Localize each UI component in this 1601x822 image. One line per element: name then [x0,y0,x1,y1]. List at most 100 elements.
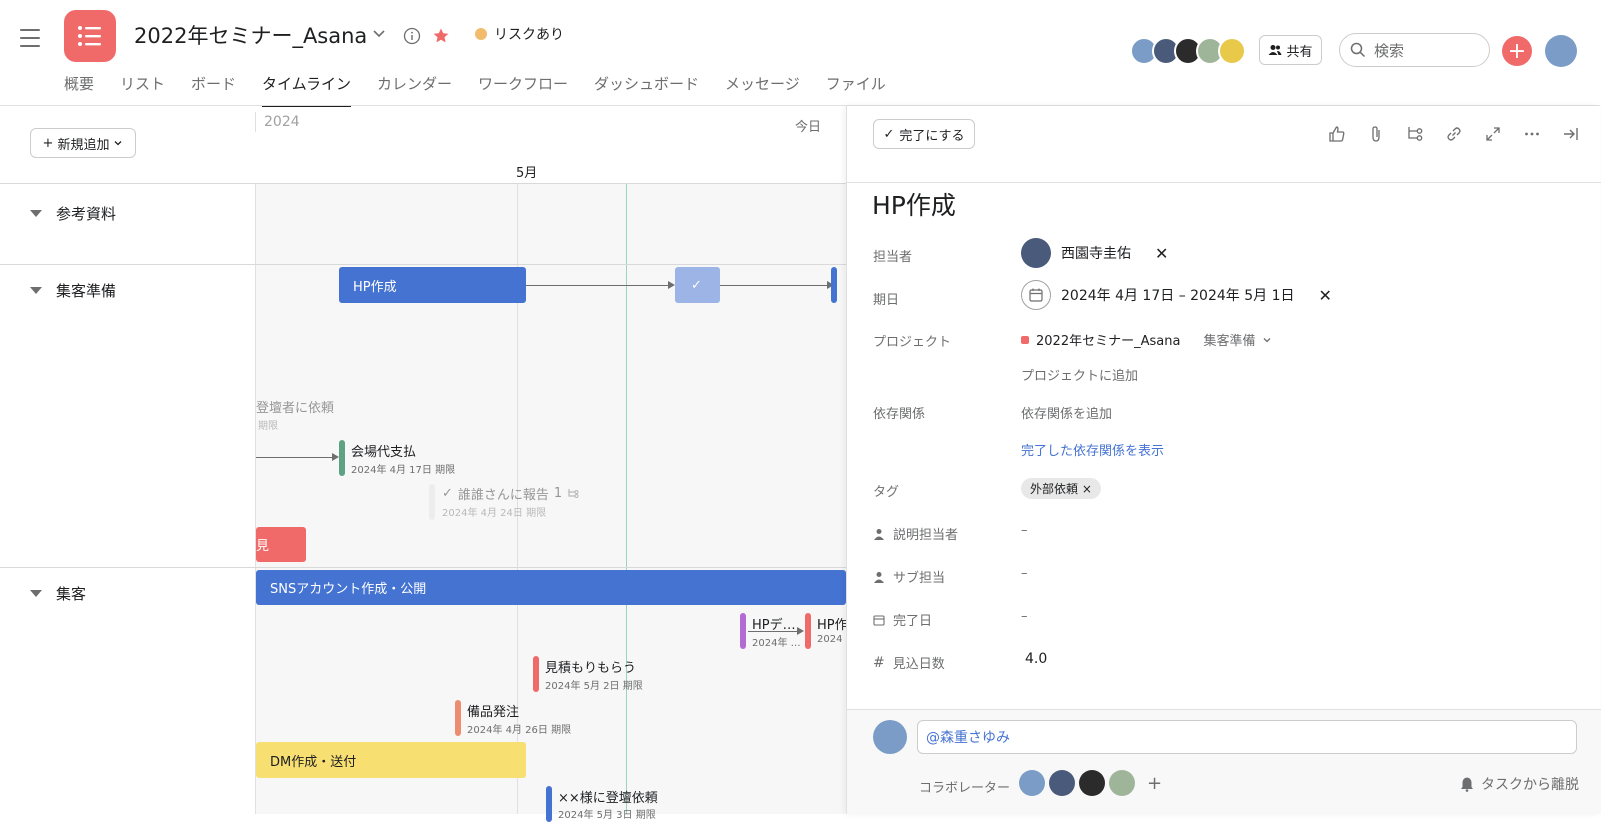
add-new-button[interactable]: + 新規追加 [30,128,136,158]
list-icon [64,10,116,62]
project-section[interactable]: 集客準備 [1203,334,1256,349]
task-date: 2024年 4月 26日 期限 [467,725,572,736]
divider [0,567,846,568]
add-project-link[interactable]: プロジェクトに追加 [1021,369,1139,384]
menu-icon[interactable] [20,29,40,47]
calendar-icon [873,614,885,626]
tag-pill[interactable]: 外部依頼 × [1021,478,1101,499]
today-button[interactable]: 今日 [795,120,822,135]
task-title[interactable]: HP作成 [872,191,956,220]
done-date-value[interactable]: – [1021,609,1028,624]
estimate-label: # 見込日数 [873,653,945,673]
due-field[interactable]: 2024年 4月 17日 – 2024年 5月 1日 ✕ [1021,280,1332,310]
task-date: 2024 [817,634,843,645]
task-marker-estimate[interactable] [533,656,539,692]
arrow-icon [668,281,675,289]
close-pane-icon[interactable] [1560,123,1582,145]
tab-overview[interactable]: 概要 [64,75,95,93]
caret-down-icon[interactable] [30,287,42,294]
task-bar-dm[interactable]: DM作成・送付 [256,742,526,778]
year-label: 2024 [264,114,300,130]
task-marker-order[interactable] [455,700,461,736]
section-reference[interactable]: 参考資料 [30,203,116,224]
assignee-field[interactable]: 西園寺圭佑 ✕ [1021,238,1168,268]
user-avatar[interactable] [1545,35,1577,67]
mark-complete-button[interactable]: ✓ 完了にする [873,119,975,149]
complete-label: 完了にする [899,128,965,144]
task-date: 2024年 5月 3日 期限 [558,810,656,821]
task-name[interactable]: 登壇者に依頼 [256,401,335,416]
section-marketing[interactable]: 集客 [30,583,86,604]
tab-messages[interactable]: メッセージ [725,75,800,93]
avatar [873,720,907,754]
project-field[interactable]: 2022年セミナー_Asana 集客準備 [1021,330,1272,349]
task-name[interactable]: 見積もりもらう [545,661,637,676]
search-input[interactable]: 検索 [1339,33,1490,67]
person-icon [874,571,884,583]
collaborators-list[interactable]: + [1019,770,1162,796]
create-button[interactable]: + [1502,36,1532,66]
info-icon[interactable] [403,27,421,49]
tab-list[interactable]: リスト [120,75,166,93]
arrow-icon [797,627,804,635]
task-report[interactable]: ✓ 誰誰さんに報告 1 [442,484,579,503]
task-date: 期限 [258,421,278,432]
close-icon[interactable]: ✕ [1318,285,1332,305]
task-name[interactable]: ××様に登壇依頼 [558,791,658,806]
task-bar-done[interactable]: ✓ [675,267,720,303]
task-marker-venue[interactable] [339,440,345,476]
close-icon[interactable]: × [1081,482,1092,496]
add-collaborator-icon[interactable]: + [1147,772,1163,794]
tags-field[interactable]: 外部依頼 × [1021,478,1101,499]
caret-down-icon[interactable] [30,590,42,597]
task-name[interactable]: HPデ… [752,618,796,633]
tab-dashboard[interactable]: ダッシュボード [594,75,700,93]
chevron-down-icon [114,141,122,146]
link-icon[interactable] [1443,123,1465,145]
add-deps-link[interactable]: 依存関係を追加 [1021,407,1113,422]
desc-owner-value[interactable]: – [1021,523,1028,538]
star-icon[interactable] [432,27,450,49]
status-badge[interactable]: リスクあり [475,24,564,44]
expand-icon[interactable] [1482,123,1504,145]
member-avatars[interactable] [1130,37,1246,65]
attachment-icon[interactable] [1365,123,1387,145]
task-date: 2024年 … [752,638,801,649]
task-marker-hp2[interactable] [805,613,811,649]
tag-label: 外部依頼 [1030,482,1079,496]
close-icon[interactable]: ✕ [1155,243,1169,263]
comment-area: @森重さゆみ コラボレーター + タスクから離脱 [847,709,1601,814]
task-name[interactable]: 会場代支払 [351,445,417,460]
tab-timeline[interactable]: タイムライン [262,74,364,107]
task-bar-red[interactable]: 見 [256,527,306,562]
subtask-icon[interactable] [1404,123,1426,145]
task-bar-hp[interactable]: HP作成 [339,267,526,303]
like-icon[interactable] [1326,123,1348,145]
project-label: プロジェクト [873,335,952,350]
tab-files[interactable]: ファイル [825,75,886,93]
caret-down-icon[interactable] [30,210,42,217]
dependency-line [748,631,798,632]
task-name[interactable]: HP作 [817,618,848,633]
tab-board[interactable]: ボード [191,75,237,93]
section-prep[interactable]: 集客準備 [30,280,116,301]
show-done-deps-link[interactable]: 完了した依存関係を表示 [1021,444,1165,459]
leave-task-button[interactable]: タスクから離脱 [1459,774,1579,794]
comment-input[interactable]: @森重さゆみ [917,720,1577,754]
task-bar-sns[interactable]: SNSアカウント作成・公開 [256,570,846,605]
tab-workflow[interactable]: ワークフロー [478,75,569,93]
more-icon[interactable] [1521,123,1543,145]
bell-icon [1461,777,1473,792]
task-marker-hpd[interactable] [740,613,746,649]
task-bar[interactable] [831,267,837,303]
task-marker-xx[interactable] [546,786,552,822]
task-marker-report[interactable] [429,484,435,520]
dependency-line [526,285,668,286]
task-name[interactable]: 備品発注 [467,705,520,720]
estimate-value[interactable]: 4.0 [1025,651,1048,667]
chevron-down-icon[interactable] [372,26,386,44]
sub-owner-value[interactable]: – [1021,566,1028,581]
tab-calendar[interactable]: カレンダー [377,75,453,93]
assignee-value: 西園寺圭佑 [1061,246,1131,262]
share-button[interactable]: 共有 [1259,35,1322,65]
